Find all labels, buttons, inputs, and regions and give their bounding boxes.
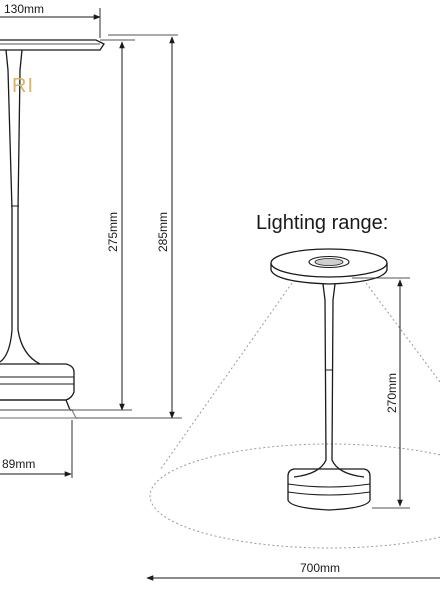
lamp-stem — [5, 49, 13, 330]
lampshade — [0, 39, 105, 51]
side-lamp-drawing — [0, 39, 105, 419]
height-dimensions — [70, 34, 182, 419]
base-width-dimension: 89mm — [0, 420, 73, 478]
watermark-logo: RI — [12, 75, 34, 97]
light-diameter-dimension: 700mm — [146, 561, 440, 581]
lighting-lamp-drawing — [270, 248, 388, 511]
light-ellipse — [149, 443, 440, 549]
height-285-label: 285mm — [156, 212, 170, 252]
top-width-label: 130mm — [4, 2, 44, 16]
lighting-range-title: Lighting range: — [256, 212, 388, 234]
base-width-label: 89mm — [2, 457, 35, 471]
light-height-dimension — [352, 277, 410, 509]
ground-plate — [0, 409, 78, 419]
top-width-dimension: 130mm — [0, 2, 101, 38]
height-275-label: 275mm — [106, 212, 120, 252]
light-diameter-label: 700mm — [300, 561, 340, 575]
light-height-label: 270mm — [385, 373, 399, 413]
lamp-base — [0, 363, 75, 401]
lighting-lamp-base — [287, 468, 371, 511]
light-cone — [149, 282, 440, 549]
